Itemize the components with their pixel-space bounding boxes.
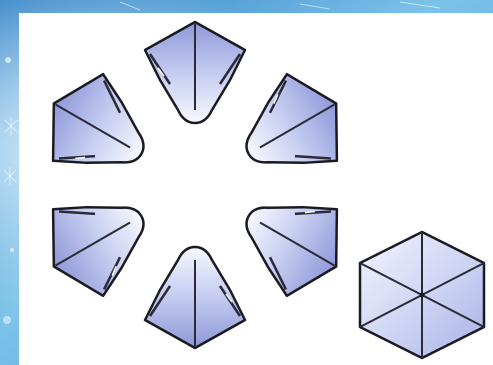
illustration-panel [19, 13, 493, 365]
